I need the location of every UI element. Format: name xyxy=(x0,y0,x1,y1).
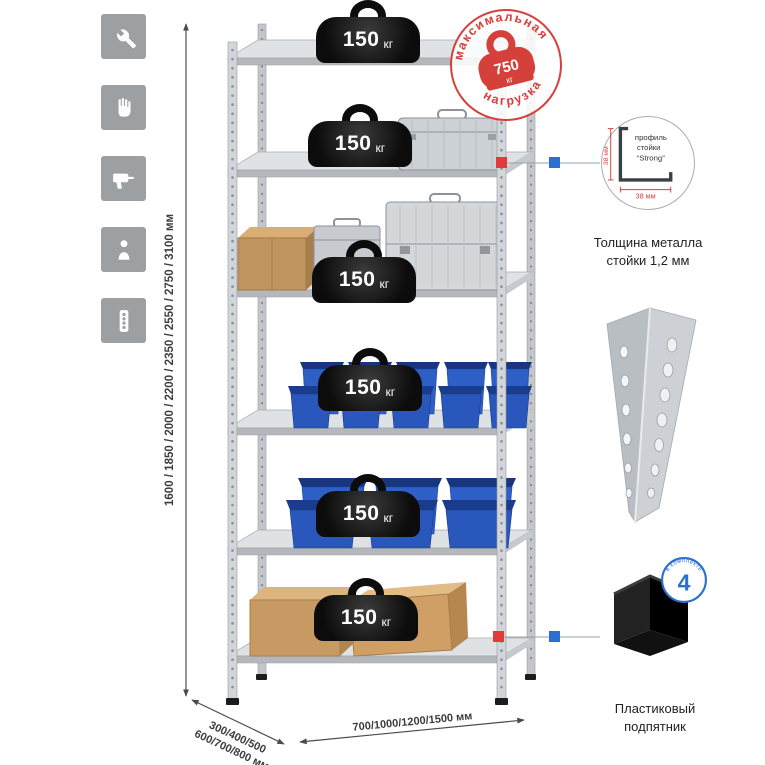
shelf-load-badge: 150 кг xyxy=(316,0,420,63)
shelf-load-badge: 150 кг xyxy=(314,578,418,641)
max-load-stamp: максимальная нагрузка 750 кг xyxy=(442,0,562,121)
large-aluminum-case xyxy=(385,193,505,291)
shelf-load-value: 150 xyxy=(342,28,380,51)
blue-marker xyxy=(549,157,560,168)
shelf-load-badge: 150 кг xyxy=(318,348,422,411)
cardboard-box xyxy=(237,227,318,291)
shelf-load-unit: кг xyxy=(383,36,394,51)
included-count-badge: в комплекте 4 xyxy=(661,557,707,603)
callout-connectors xyxy=(493,157,600,642)
drill-icon xyxy=(101,156,146,201)
height-dimension-label: 1600 / 1850 / 2000 / 2200 / 2350 / 2550 … xyxy=(164,214,176,506)
profile-label-3: “Strong” xyxy=(637,154,665,163)
shelf-load-badge: 150 кг xyxy=(312,240,416,303)
included-count-value: 4 xyxy=(678,569,691,595)
max-load-value: 750 xyxy=(492,56,520,79)
profile-label-2: стойки xyxy=(637,143,661,152)
profile-label-1: профиль xyxy=(635,133,667,142)
profile-caption: Толщина металла стойки 1,2 мм xyxy=(593,235,703,268)
width-dimension-line xyxy=(299,717,525,745)
blue-marker xyxy=(549,631,560,642)
red-marker xyxy=(496,157,507,168)
rack-feet xyxy=(226,674,536,705)
wrench-icon xyxy=(101,14,146,59)
corner-post-detail xyxy=(606,307,697,524)
shelf-load-badge: 150 кг xyxy=(316,474,420,537)
feature-icons xyxy=(101,14,146,343)
foot-caption: Пластиковый подпятник xyxy=(614,701,696,734)
person-icon xyxy=(101,227,146,272)
profile-detail-circle: 38 мм 38 мм профиль стойки “Strong” xyxy=(601,116,695,210)
max-load-kettlebell-icon xyxy=(478,30,536,91)
profile-cross-section xyxy=(618,126,673,182)
profile-dim-horizontal: 38 мм xyxy=(636,191,656,200)
profile-dim-vertical: 38 мм xyxy=(603,146,610,165)
depth-dimension-line xyxy=(191,699,285,745)
max-load-unit: кг xyxy=(505,74,514,85)
rack-profile-icon xyxy=(101,298,146,343)
shelf-load-badge: 150 кг xyxy=(308,104,412,167)
red-marker xyxy=(493,631,504,642)
gloves-icon xyxy=(101,85,146,130)
